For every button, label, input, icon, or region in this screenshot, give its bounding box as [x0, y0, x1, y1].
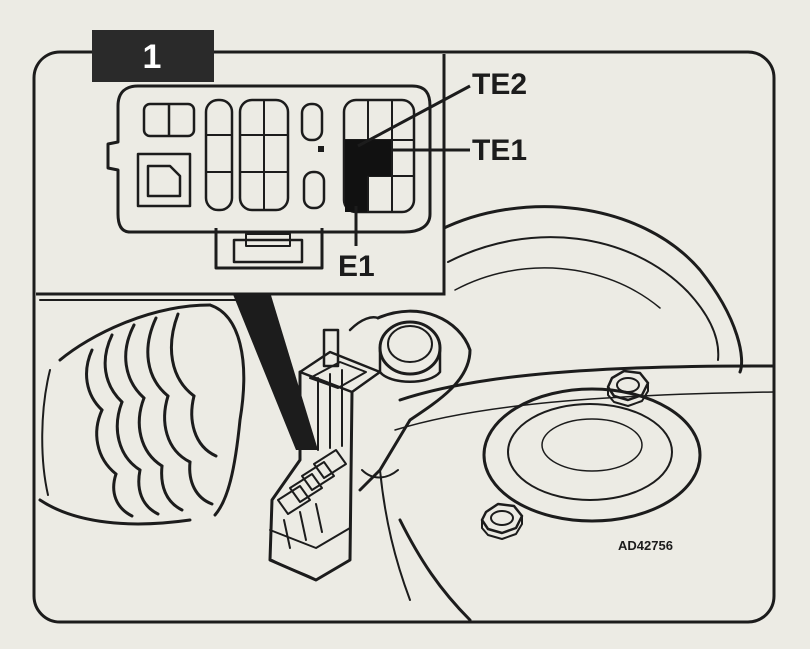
- callout-pointer: [232, 292, 318, 450]
- strut-tower: [379, 364, 776, 622]
- mount-nut-upper: [606, 369, 650, 407]
- terminal-e1-block: [345, 176, 367, 212]
- strut-mount: [482, 387, 702, 523]
- figure-frame: [32, 50, 776, 624]
- reservoir-bracket: [348, 309, 472, 492]
- te1-terminal-label: TE1: [472, 134, 527, 167]
- te2-leader-line: [357, 84, 471, 148]
- step-number-badge: 1: [92, 30, 214, 82]
- step-number: 1: [143, 38, 162, 76]
- label-leaders: [354, 84, 471, 246]
- terminal-te1-te2-block: [345, 140, 391, 176]
- te2-terminal-label: TE2: [472, 68, 527, 101]
- e1-terminal-label: E1: [338, 250, 375, 283]
- data-link-connector: [268, 328, 382, 582]
- corrugated-air-hose: [38, 303, 246, 526]
- highlighted-terminals: [345, 140, 391, 212]
- step-badge-box: [92, 30, 214, 82]
- brake-booster: [438, 205, 744, 374]
- engine-bay-illustration: [38, 205, 776, 622]
- mount-nut-lower: [480, 502, 524, 540]
- figure-reference-code: AD42756: [618, 538, 673, 553]
